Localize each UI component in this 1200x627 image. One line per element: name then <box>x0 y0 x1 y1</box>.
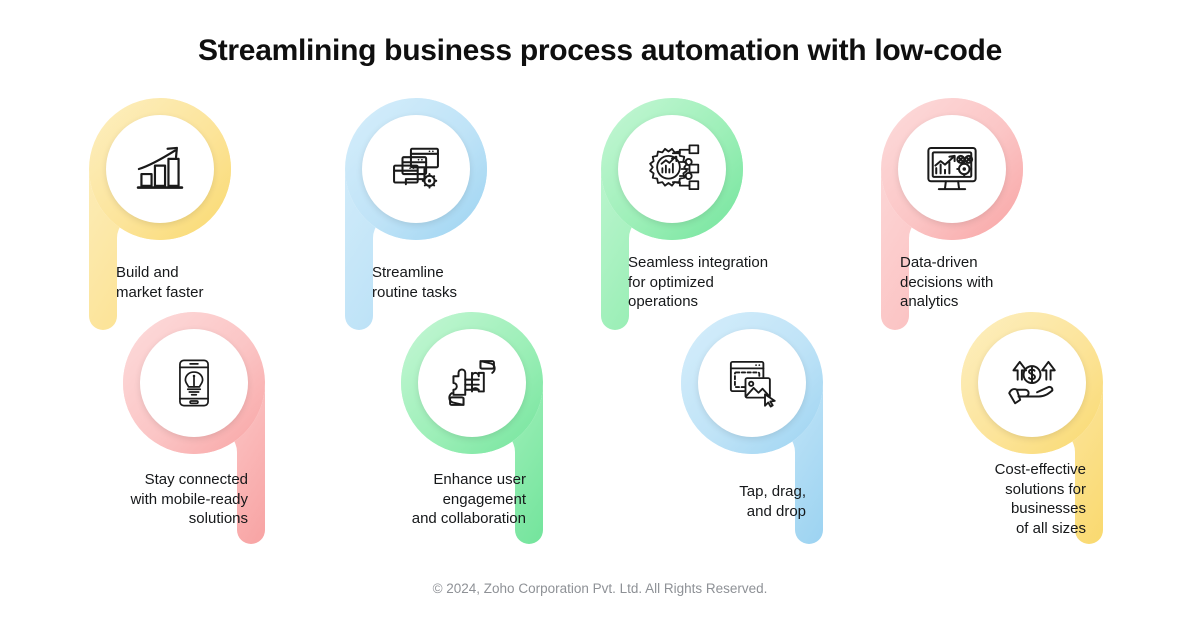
icon-disc-1 <box>106 115 214 223</box>
gear-network-integration-icon <box>649 144 700 191</box>
pin-item-7[interactable]: Data-driven decisions with analytics <box>864 98 1024 358</box>
icon-disc-3 <box>362 115 470 223</box>
page-title: Streamlining business process automation… <box>198 34 1002 67</box>
pin-item-8[interactable]: Cost-effective solutions for businesses … <box>960 312 1120 572</box>
growth-bar-chart-icon <box>136 146 184 189</box>
monitor-analytics-icon <box>927 146 977 191</box>
caption-5: Seamless integration for optimized opera… <box>628 254 769 310</box>
drag-drop-image-icon <box>729 360 776 408</box>
caption-1: Build and market faster <box>116 264 204 301</box>
pin-item-4[interactable]: Enhance user engagement and collaboratio… <box>400 312 560 572</box>
caption-7: Data-driven decisions with analytics <box>900 254 994 310</box>
icon-disc-2 <box>140 329 248 437</box>
caption-6: Tap, drag, and drop <box>739 483 806 520</box>
pin-item-2[interactable]: Stay connected with mobile-ready solutio… <box>122 312 282 572</box>
handshake-puzzle-icon <box>448 360 496 406</box>
icon-disc-6 <box>698 329 806 437</box>
pin-item-6[interactable]: Tap, drag, and drop <box>680 312 840 572</box>
icon-disc-8 <box>978 329 1086 437</box>
icon-disc-5 <box>618 115 726 223</box>
pin-item-1[interactable]: Build and market faster <box>72 98 232 358</box>
caption-2: Stay connected with mobile-ready solutio… <box>130 471 248 527</box>
icon-disc-7 <box>898 115 1006 223</box>
icon-disc-4 <box>418 329 526 437</box>
caption-4: Enhance user engagement and collaboratio… <box>411 471 526 527</box>
hand-money-growth-icon <box>1008 360 1056 405</box>
pin-item-5[interactable]: Seamless integration for optimized opera… <box>584 98 768 358</box>
pin-item-3[interactable]: Streamline routine tasks <box>328 98 488 358</box>
footer-copyright: © 2024, Zoho Corporation Pvt. Ltd. All R… <box>432 581 768 596</box>
stacked-windows-gear-icon <box>393 147 439 189</box>
mobile-lightbulb-icon <box>179 359 209 407</box>
caption-3: Streamline routine tasks <box>372 264 458 301</box>
caption-8: Cost-effective solutions for businesses … <box>994 461 1086 537</box>
